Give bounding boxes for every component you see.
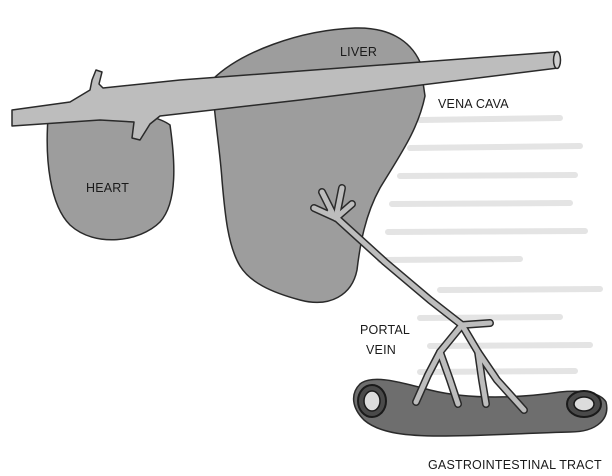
label-gastrointestinal-tract: GASTROINTESTINAL TRACT bbox=[428, 458, 602, 472]
vena-cava-open-end bbox=[554, 52, 561, 69]
label-liver: LIVER bbox=[340, 45, 377, 59]
label-portal-vein-line2: VEIN bbox=[366, 343, 396, 357]
label-heart: HEART bbox=[86, 181, 129, 195]
portal-vein-vessel bbox=[314, 188, 524, 410]
label-vena-cava: VENA CAVA bbox=[438, 97, 509, 111]
heart-shape bbox=[47, 112, 174, 240]
gi-tract-right-lumen bbox=[574, 397, 594, 411]
gi-tract-left-lumen bbox=[364, 391, 380, 411]
background-show-through-text bbox=[380, 118, 600, 372]
label-portal-vein-line1: PORTAL bbox=[360, 323, 410, 337]
